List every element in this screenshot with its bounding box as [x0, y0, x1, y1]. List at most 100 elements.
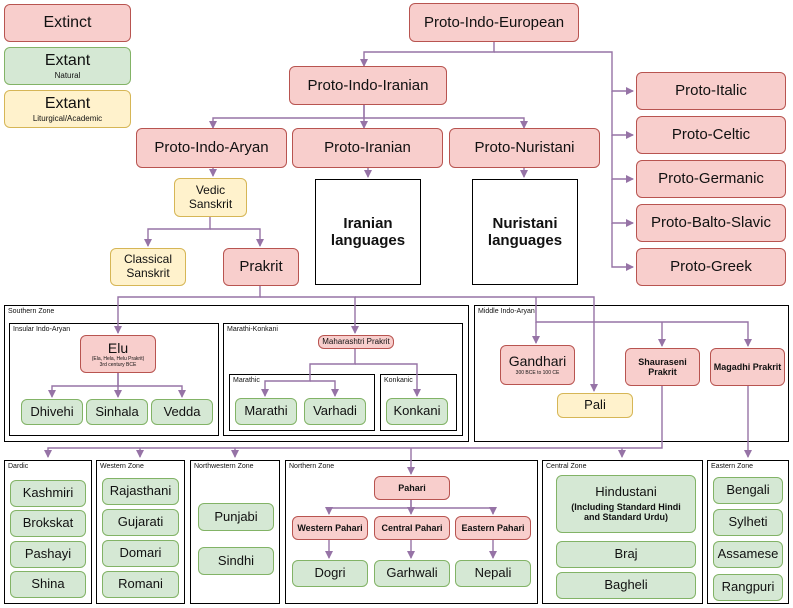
node-proto-celtic: Proto-Celtic: [636, 116, 786, 154]
node-sindhi-label: Sindhi: [217, 552, 255, 568]
node-gujarati-label: Gujarati: [117, 514, 164, 530]
node-hindustani: Hindustani(Including Standard Hindi and …: [556, 475, 696, 533]
node-konkani-label: Konkani: [393, 403, 441, 419]
insular-zone-label: Insular Indo-Aryan: [13, 326, 71, 333]
link-pahari-eastern: [411, 507, 497, 515]
node-rajasthani-label: Rajasthani: [109, 483, 172, 499]
legend-natural-label: Extant: [44, 52, 91, 70]
western-zone-label: Western Zone: [100, 463, 144, 470]
middle-indo-aryan-zone: Middle Indo-Aryan: [474, 305, 789, 442]
link-shauraseni-zones: [44, 386, 663, 458]
node-pie-label: Proto-Indo-European: [423, 13, 565, 31]
eastern-zone-label: Eastern Zone: [711, 463, 754, 470]
node-varhadi-label: Varhadi: [313, 403, 357, 419]
link-pii-pia: [209, 105, 365, 129]
node-bagheli: Bagheli: [556, 572, 696, 599]
node-domari: Domari: [102, 540, 179, 567]
node-shina-label: Shina: [31, 576, 65, 592]
node-kashmiri-label: Kashmiri: [22, 485, 74, 501]
node-nuristani-langs-label: Nuristani languages: [487, 214, 563, 249]
node-nepali: Nepali: [455, 560, 531, 587]
node-classical-label: Classical Sanskrit: [123, 252, 172, 280]
node-proto-germanic: Proto-Germanic: [636, 160, 786, 198]
link-prakrit-elu: [114, 286, 261, 334]
node-rangpuri-label: Rangpuri: [721, 579, 775, 595]
link-pie-italic: [494, 51, 634, 95]
link-pie-balto: [611, 179, 634, 227]
link-vedic-prakrit: [210, 228, 264, 247]
node-shauraseni-label: Shauraseni Prakrit: [638, 356, 687, 377]
node-celtic-label: Proto-Celtic: [671, 126, 751, 144]
southern-zone-label: Southern Zone: [8, 308, 55, 315]
link-maharashtri-varhadi: [310, 380, 339, 397]
node-elu-sub2: 3rd century BCE: [99, 362, 137, 369]
node-romani-label: Romani: [118, 576, 163, 592]
link-maharashtri-konkani: [355, 363, 421, 397]
node-central-pahari: Central Pahari: [374, 516, 450, 540]
node-central-pahari-label: Central Pahari: [381, 522, 443, 533]
northwestern-zone: Northwestern Zone: [190, 460, 280, 604]
link-pie-greek: [611, 223, 634, 271]
link-vedic-classical: [144, 217, 211, 247]
node-rajasthani: Rajasthani: [102, 478, 179, 505]
node-maharashtri-prakrit: Maharashtri Prakrit: [318, 335, 394, 349]
node-shina: Shina: [10, 571, 86, 598]
node-prakrit-label: Prakrit: [239, 258, 283, 276]
node-sinhala: Sinhala: [86, 399, 148, 425]
link-pahari-western: [325, 500, 412, 515]
node-pnu-label: Proto-Nuristani: [474, 139, 575, 157]
link-elu-dhivehi: [48, 373, 119, 398]
node-maharashtri-label: Maharashtri Prakrit: [322, 337, 390, 347]
central-zone-label: Central Zone: [546, 463, 587, 470]
node-magadhi-label: Magadhi Prakrit: [713, 361, 782, 372]
insular-indo-aryan-zone: Insular Indo-Aryan: [9, 323, 219, 436]
node-western-pahari-label: Western Pahari: [297, 522, 363, 533]
node-gujarati: Gujarati: [102, 509, 179, 536]
node-proto-iranian: Proto-Iranian: [292, 128, 443, 168]
node-brokskat-label: Brokskat: [22, 515, 74, 531]
legend-extinct: Extinct: [4, 4, 131, 42]
konkanic-zone-label: Konkanic: [384, 377, 413, 384]
node-dogri-label: Dogri: [314, 565, 346, 581]
node-iranian-langs-label: Iranian languages: [330, 214, 406, 249]
node-germanic-label: Proto-Germanic: [658, 170, 764, 188]
node-proto-indo-aryan: Proto-Indo-Aryan: [136, 128, 287, 168]
node-prakrit: Prakrit: [223, 248, 299, 286]
node-braj-label: Braj: [614, 546, 638, 562]
node-marathi-label: Marathi: [244, 403, 288, 419]
legend-natural-sub: Natural: [54, 70, 81, 80]
node-balto-label: Proto-Balto-Slavic: [650, 214, 772, 232]
link-pie-celtic: [611, 91, 634, 139]
node-eastern-pahari-label: Eastern Pahari: [461, 522, 525, 533]
node-eastern-pahari: Eastern Pahari: [455, 516, 531, 540]
node-garhwali: Garhwali: [374, 560, 450, 587]
link-prakrit-middle: [535, 297, 752, 347]
middle-zone-label: Middle Indo-Aryan: [478, 308, 535, 315]
node-pahari: Pahari: [374, 476, 450, 500]
node-pir-label: Proto-Iranian: [324, 139, 411, 157]
node-pashayi-label: Pashayi: [24, 546, 72, 562]
node-garhwali-label: Garhwali: [386, 565, 438, 581]
legend-liturgical-sub: Liturgical/Academic: [32, 113, 103, 123]
link-pii-pnu: [364, 117, 528, 129]
southern-zone: Southern Zone: [4, 305, 469, 442]
node-proto-indo-european: Proto-Indo-European: [409, 3, 579, 42]
link-maharashtri-marathi: [261, 349, 356, 397]
konkanic-zone: Konkanic: [380, 374, 457, 431]
node-romani: Romani: [102, 571, 179, 598]
node-proto-balto-slavic: Proto-Balto-Slavic: [636, 204, 786, 242]
dardic-zone: Dardic: [4, 460, 92, 604]
node-hindustani-label: Hindustani: [595, 484, 657, 500]
node-elu: Elu(Ela, Hela, Helu Prakrit)3rd century …: [80, 335, 156, 373]
node-marathi: Marathi: [235, 398, 297, 425]
node-gandhari-sub: 300 BCE to 100 CE: [515, 370, 560, 377]
node-braj: Braj: [556, 541, 696, 568]
western-zone: Western Zone: [96, 460, 185, 604]
node-elu-sub: (Ela, Hela, Helu Prakrit): [91, 356, 145, 363]
node-western-pahari: Western Pahari: [292, 516, 368, 540]
node-shauraseni-prakrit: Shauraseni Prakrit: [625, 348, 700, 386]
node-pali-label: Pali: [584, 397, 606, 413]
node-sinhala-label: Sinhala: [95, 403, 139, 419]
